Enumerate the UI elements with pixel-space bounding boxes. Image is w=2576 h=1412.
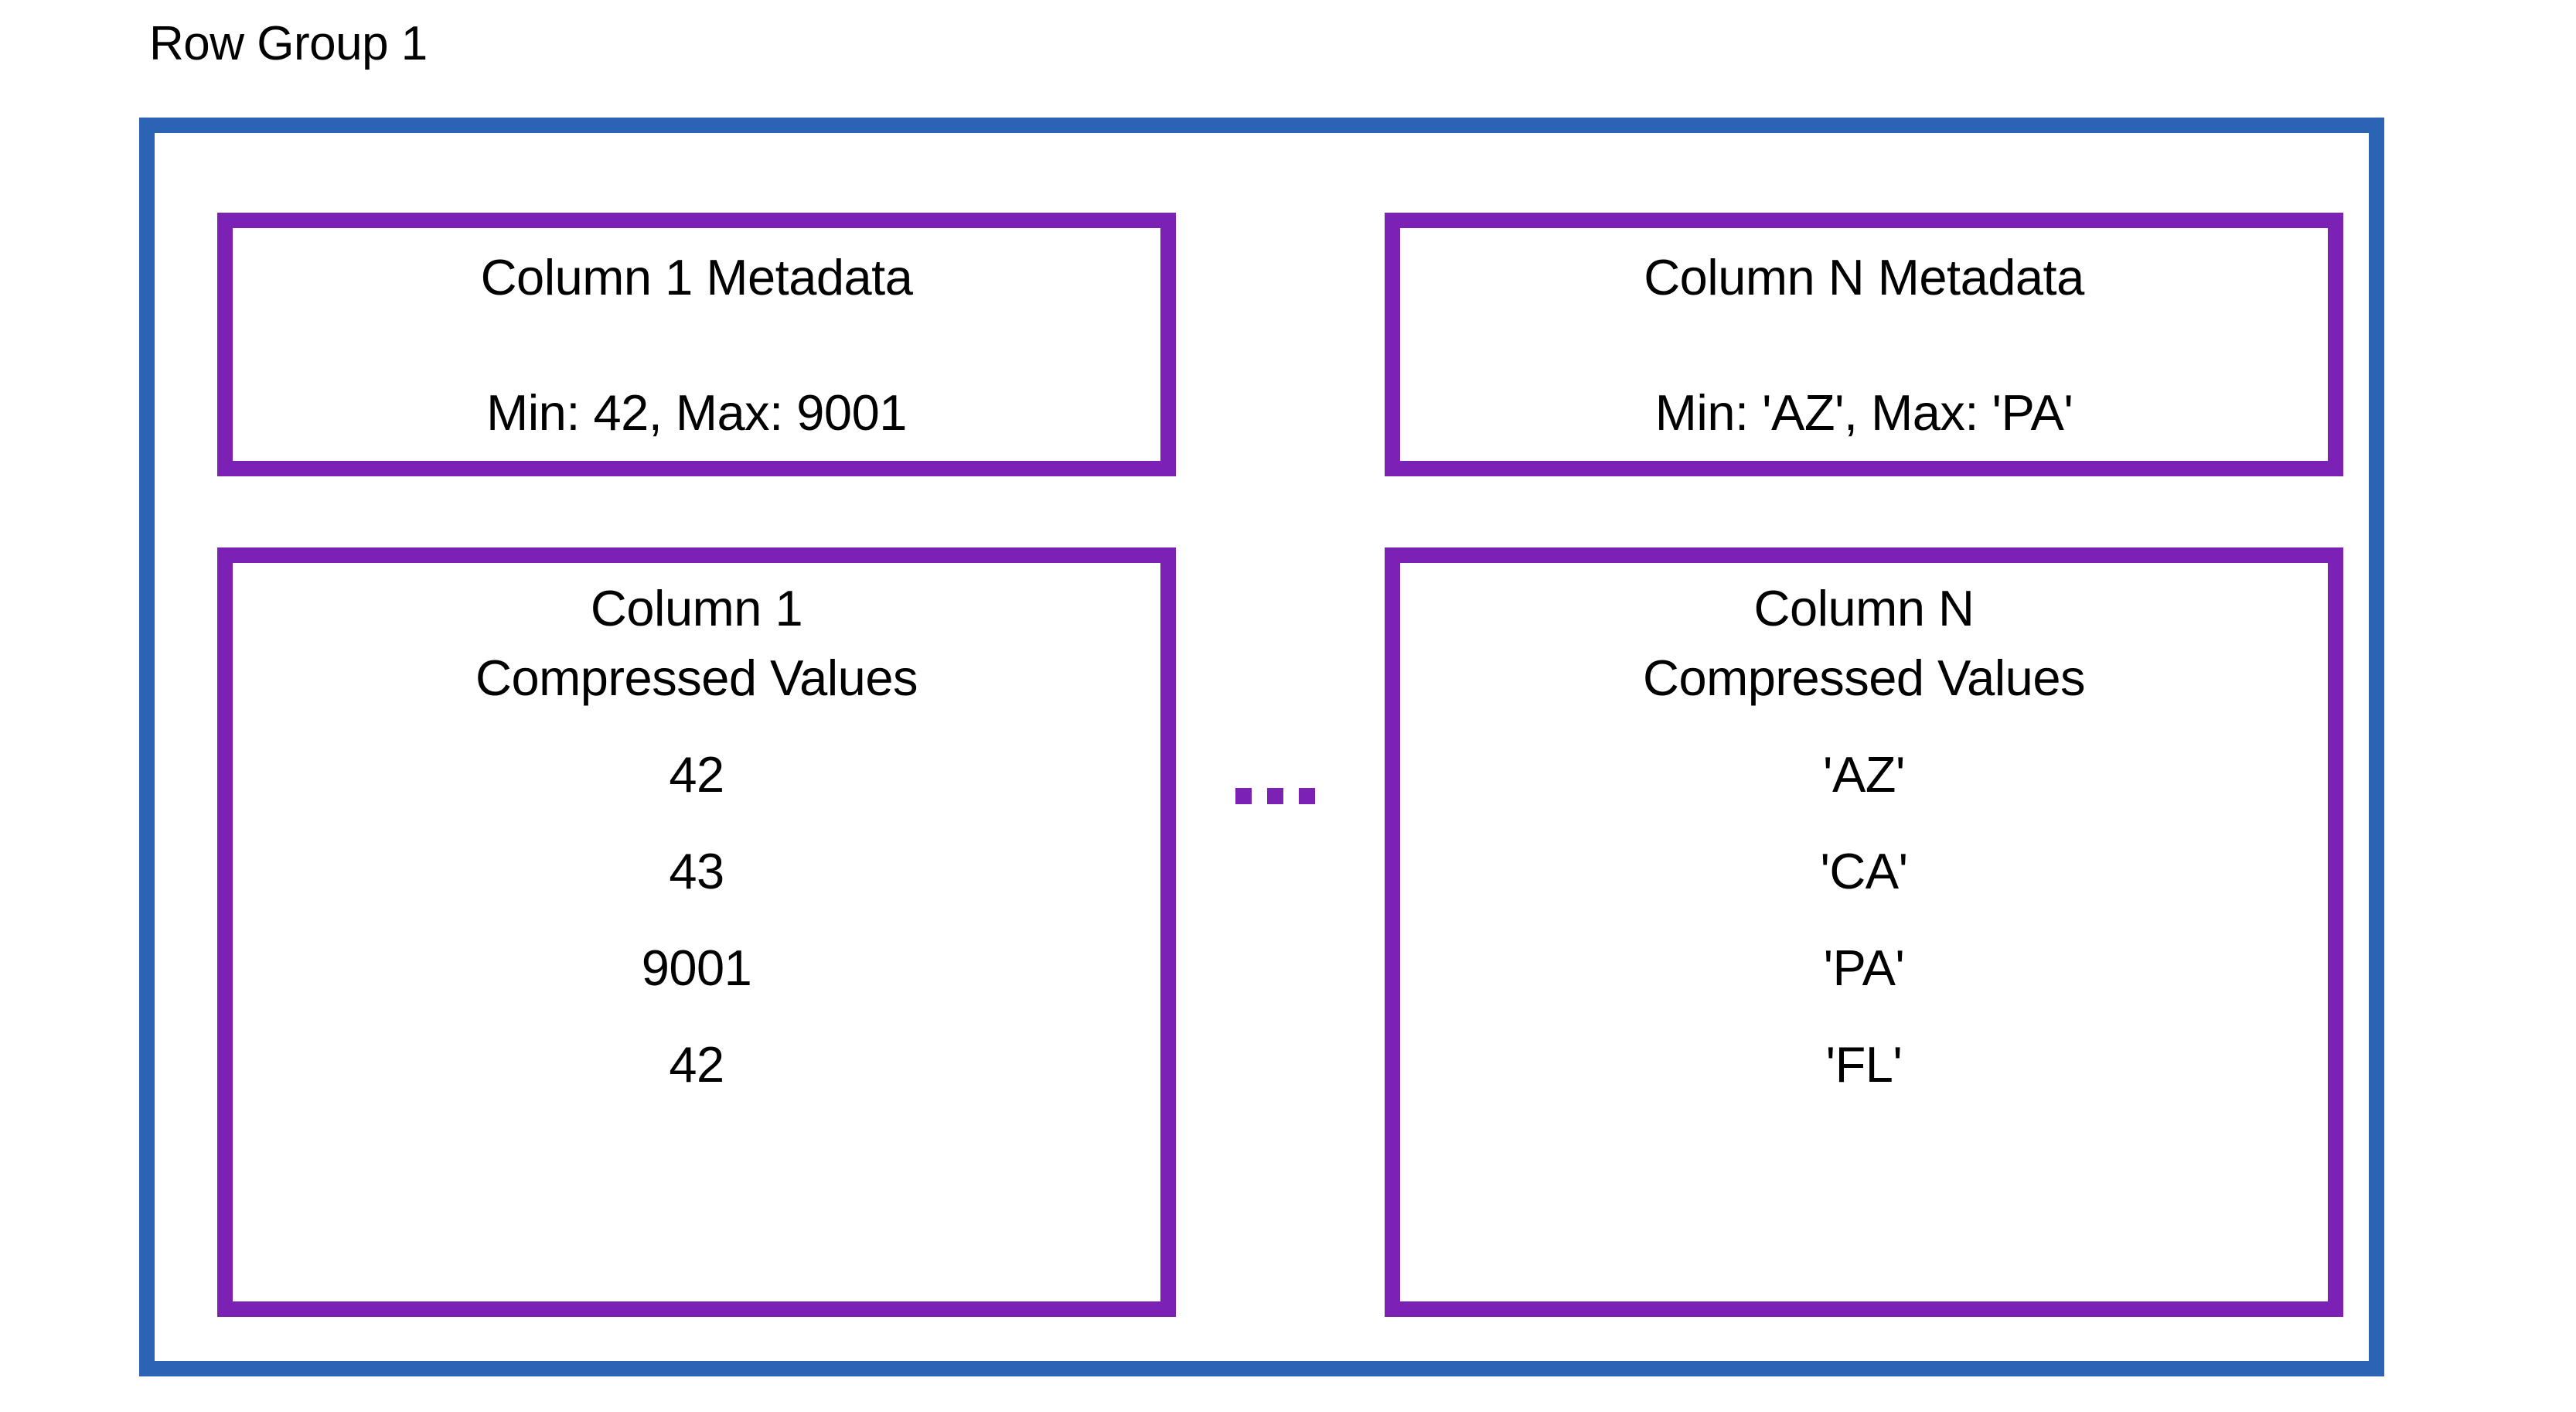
column-1-metadata-stats: Min: 42, Max: 9001 [486,384,907,441]
column-ellipsis-icon [1235,788,1315,804]
column-n-values-list: 'AZ' 'CA' 'PA' 'FL' [1400,703,2328,1090]
column-1-values-heading-line1: Column 1 [590,580,803,636]
list-item: 42 [669,746,724,803]
column-n-values-heading-line1: Column N [1753,580,1975,636]
list-item: 'AZ' [1823,746,1905,803]
column-n-values-heading-line2: Compressed Values [1643,650,2085,706]
row-group-container: Column 1 Metadata Min: 42, Max: 9001 Col… [139,118,2384,1376]
list-item: 9001 [641,940,752,996]
list-item: 43 [669,843,724,899]
column-1-values-card: Column 1 Compressed Values 42 43 9001 42 [217,547,1176,1317]
ellipsis-dot [1235,788,1252,804]
ellipsis-dot [1267,788,1283,804]
column-n-metadata-card: Column N Metadata Min: 'AZ', Max: 'PA' [1385,213,2343,476]
column-n-metadata-stats: Min: 'AZ', Max: 'PA' [1654,384,2073,441]
column-1-metadata-title: Column 1 Metadata [480,248,913,305]
list-item: 'FL' [1825,1036,1903,1093]
row-group-title: Row Group 1 [149,17,428,70]
column-1-values-list: 42 43 9001 42 [233,703,1160,1090]
column-n-metadata-title: Column N Metadata [1644,248,2084,305]
column-1-metadata-card: Column 1 Metadata Min: 42, Max: 9001 [217,213,1176,476]
ellipsis-dot [1299,788,1315,804]
list-item: 'CA' [1820,843,1908,899]
column-1-values-heading-line2: Compressed Values [475,650,918,706]
column-n-values-card: Column N Compressed Values 'AZ' 'CA' 'PA… [1385,547,2343,1317]
list-item: 'PA' [1823,940,1905,996]
list-item: 42 [669,1036,724,1093]
